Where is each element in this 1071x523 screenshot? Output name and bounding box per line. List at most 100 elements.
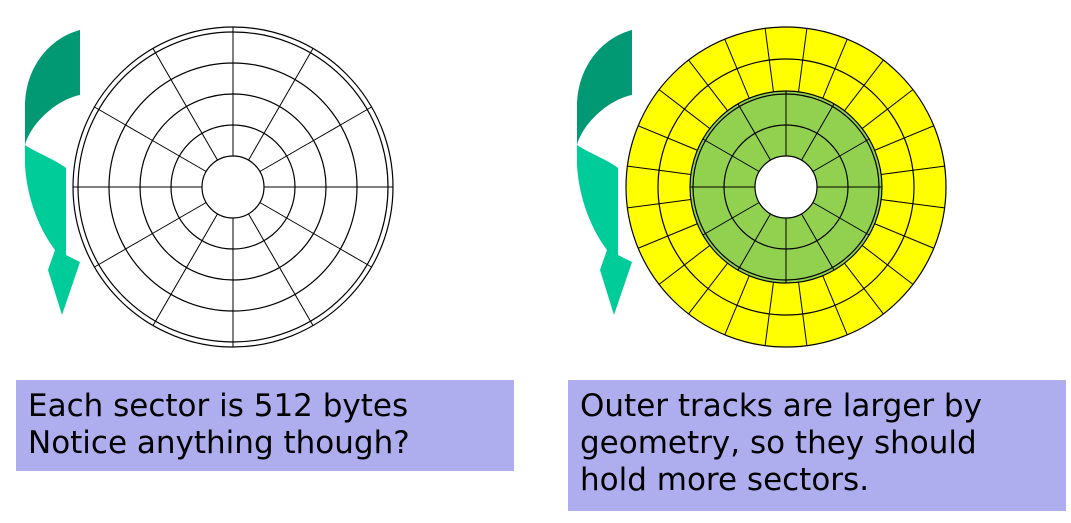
sector-boundary <box>366 264 372 268</box>
sector-boundary <box>340 109 368 126</box>
rotation-arrow-right-lower <box>577 145 632 315</box>
sector-boundary <box>816 240 833 268</box>
sector-boundary <box>739 240 756 268</box>
track-1-boundary <box>170 124 296 250</box>
sector-boundary <box>754 133 771 161</box>
sector-boundary <box>822 68 836 99</box>
hole-edge <box>201 155 265 219</box>
sector-boundary <box>839 140 867 157</box>
rotation-arrow-left-lower <box>25 145 80 315</box>
sector-boundary <box>768 282 774 314</box>
caption-right: Outer tracks are larger by geometry, so … <box>568 380 1066 511</box>
sector-boundary <box>98 248 126 265</box>
sector-boundary <box>684 245 711 266</box>
caption-right-line-3: hold more sectors. <box>580 462 870 498</box>
sector-boundary <box>94 264 100 268</box>
disk-left <box>72 26 394 348</box>
track-5-boundary <box>625 26 947 348</box>
sector-boundary <box>152 48 156 54</box>
sector-boundary <box>286 140 314 157</box>
caption-left-line-2: Notice anything though? <box>28 425 410 461</box>
sector-boundary <box>201 213 218 241</box>
sector-boundary <box>802 313 808 346</box>
sector-boundary <box>170 267 187 295</box>
sector-boundary <box>667 137 698 151</box>
track-2-boundary <box>692 93 880 281</box>
track-1-boundary <box>723 124 849 250</box>
sector-boundary <box>887 89 914 110</box>
sector-boundary <box>186 106 203 134</box>
sector-boundary <box>705 217 733 234</box>
sector-boundary <box>861 108 888 129</box>
sector-boundary <box>724 38 738 69</box>
sector-boundary <box>863 59 884 86</box>
sector-boundary <box>186 240 203 268</box>
sector-boundary <box>286 217 314 234</box>
sector-boundary <box>170 79 187 107</box>
sector-boundary <box>637 235 668 249</box>
sector-boundary <box>801 133 818 161</box>
sector-boundary <box>259 202 287 219</box>
sector-boundary <box>839 217 867 234</box>
sector-boundary <box>863 288 884 315</box>
sector-boundary <box>155 52 172 80</box>
spindle-hole <box>202 156 264 218</box>
sector-boundary <box>861 245 888 266</box>
sector-boundary <box>294 294 311 322</box>
rotation-arrow-right <box>577 30 632 315</box>
track-3-boundary <box>108 62 358 312</box>
rotation-arrow-left <box>25 30 80 315</box>
sector-boundary <box>667 223 698 237</box>
sector-boundary <box>248 133 265 161</box>
sector-boundary <box>798 60 804 92</box>
sector-boundary <box>812 202 840 219</box>
sector-boundary <box>98 109 126 126</box>
sector-boundary <box>201 133 218 161</box>
sector-boundary <box>724 305 738 336</box>
sector-boundary <box>279 79 296 107</box>
sector-boundary <box>834 38 848 69</box>
sector-boundary <box>904 235 935 249</box>
sector-boundary <box>881 169 913 175</box>
sector-boundary <box>844 85 865 112</box>
disk-right <box>625 26 947 348</box>
hole-edge <box>754 155 818 219</box>
sector-boundary <box>802 28 808 61</box>
sector-boundary <box>822 275 836 306</box>
sector-boundary <box>801 213 818 241</box>
sector-boundary <box>294 52 311 80</box>
sector-boundary <box>279 267 296 295</box>
sector-boundary <box>125 124 153 141</box>
sector-boundary <box>874 137 905 151</box>
sector-boundary <box>179 155 207 172</box>
sector-boundary <box>705 140 733 157</box>
sector-boundary <box>912 203 945 209</box>
sector-boundary <box>152 140 180 157</box>
sector-boundary <box>736 68 750 99</box>
sector-boundary <box>627 203 660 209</box>
sector-boundary <box>263 106 280 134</box>
track-4-boundary <box>77 31 389 343</box>
sector-boundary <box>844 262 865 289</box>
sector-boundary <box>887 264 914 285</box>
sector-boundary <box>310 320 314 326</box>
sector-boundary <box>874 223 905 237</box>
sector-boundary <box>310 48 314 54</box>
sector-boundary <box>834 305 848 336</box>
sector-boundary <box>768 60 774 92</box>
sector-boundary <box>659 199 691 205</box>
sector-boundary <box>816 106 833 134</box>
sector-boundary <box>155 294 172 322</box>
sector-boundary <box>259 155 287 172</box>
sector-boundary <box>798 282 804 314</box>
sector-boundary <box>248 213 265 241</box>
caption-left-line-1: Each sector is 512 bytes <box>28 388 409 424</box>
sector-boundary <box>658 264 685 285</box>
track-2-boundary <box>139 93 327 281</box>
sector-boundary <box>904 125 935 139</box>
track-4-boundary <box>657 58 915 316</box>
sector-boundary <box>812 155 840 172</box>
spindle-hole <box>755 156 817 218</box>
sector-boundary <box>366 106 372 110</box>
